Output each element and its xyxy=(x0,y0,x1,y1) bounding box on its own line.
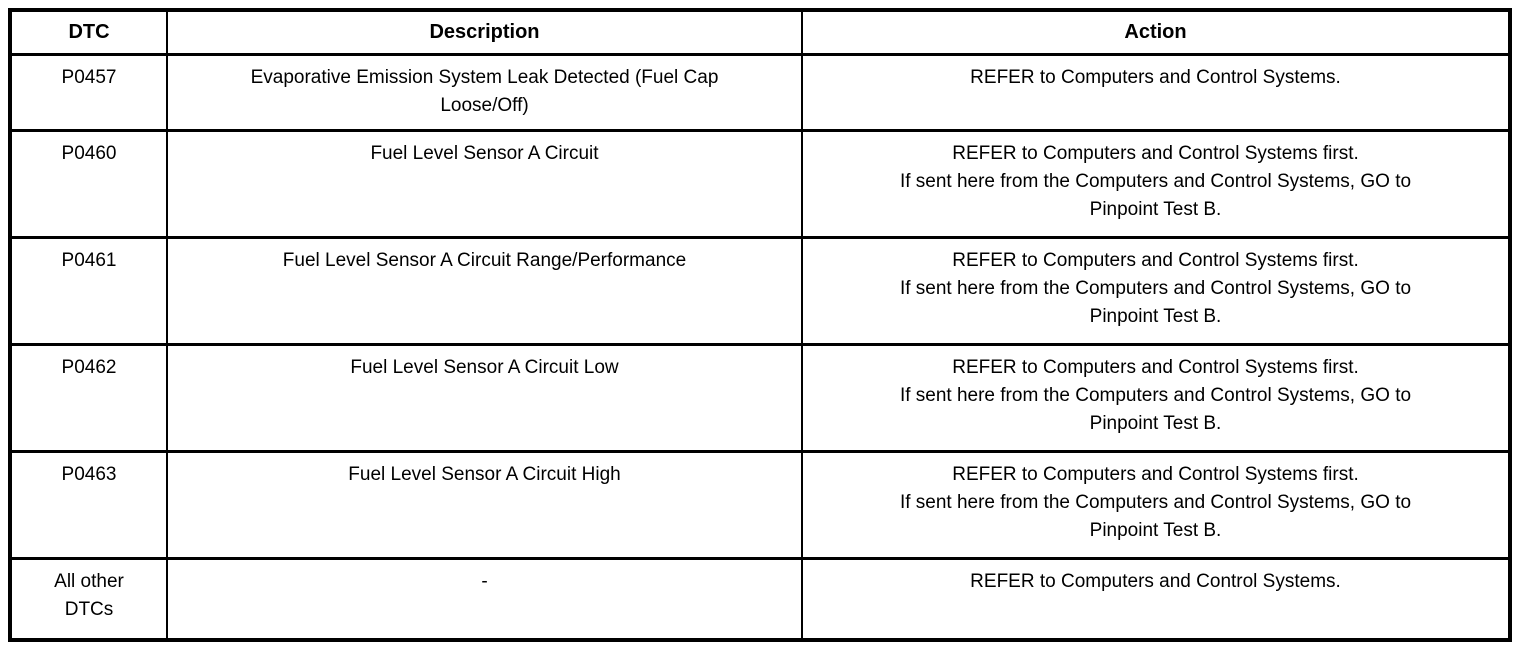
dtc-cell: P0457 xyxy=(9,52,168,132)
dtc-index-table: DTC Description Action P0457 Evaporative… xyxy=(8,8,1512,642)
action-column-header: Action xyxy=(801,8,1511,56)
description-cell: - xyxy=(166,556,803,642)
action-cell: REFER to Computers and Control Systems f… xyxy=(801,342,1511,453)
table-row: P0462 Fuel Level Sensor A Circuit Low RE… xyxy=(9,342,1511,453)
table-header-row: DTC Description Action xyxy=(9,8,1511,56)
dtc-cell: P0463 xyxy=(9,449,168,560)
table-row: P0457 Evaporative Emission System Leak D… xyxy=(9,52,1511,132)
description-column-header: Description xyxy=(166,8,803,56)
table-row: P0463 Fuel Level Sensor A Circuit High R… xyxy=(9,449,1511,560)
table-row: P0460 Fuel Level Sensor A Circuit REFER … xyxy=(9,128,1511,239)
dtc-cell: All other DTCs xyxy=(9,556,168,642)
table-row: All other DTCs - REFER to Computers and … xyxy=(9,556,1511,642)
description-cell: Fuel Level Sensor A Circuit xyxy=(166,128,803,239)
dtc-cell: P0461 xyxy=(9,235,168,346)
dtc-cell: P0460 xyxy=(9,128,168,239)
dtc-cell: P0462 xyxy=(9,342,168,453)
table-row: P0461 Fuel Level Sensor A Circuit Range/… xyxy=(9,235,1511,346)
action-cell: REFER to Computers and Control Systems f… xyxy=(801,128,1511,239)
description-cell: Fuel Level Sensor A Circuit Low xyxy=(166,342,803,453)
description-cell: Evaporative Emission System Leak Detecte… xyxy=(166,52,803,132)
action-cell: REFER to Computers and Control Systems. xyxy=(801,556,1511,642)
action-cell: REFER to Computers and Control Systems. xyxy=(801,52,1511,132)
dtc-column-header: DTC xyxy=(9,8,168,56)
description-cell: Fuel Level Sensor A Circuit High xyxy=(166,449,803,560)
action-cell: REFER to Computers and Control Systems f… xyxy=(801,235,1511,346)
action-cell: REFER to Computers and Control Systems f… xyxy=(801,449,1511,560)
description-cell: Fuel Level Sensor A Circuit Range/Perfor… xyxy=(166,235,803,346)
